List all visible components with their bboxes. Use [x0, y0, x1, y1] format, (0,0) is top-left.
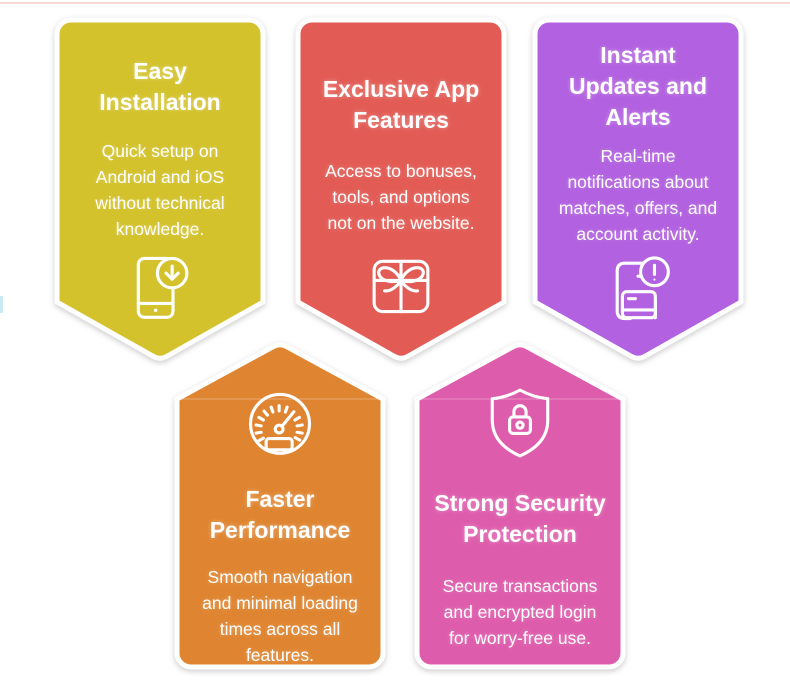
card-body-line: knowledge.: [115, 219, 205, 239]
card-body: Secure transactions and encrypted login …: [443, 573, 598, 651]
speedometer-icon: [241, 384, 319, 462]
card-instant-updates-alerts: Instant Updates and Alerts Real-time not…: [532, 17, 744, 367]
card-title-line: Easy: [133, 58, 187, 84]
card-easy-installation: Easy Installation Quick setup on Android…: [54, 17, 266, 367]
card-body-line: Secure transactions: [442, 576, 598, 596]
card-title-line: Alerts: [605, 104, 671, 130]
card-faster-performance: Faster Performance Smooth navigation and…: [174, 340, 386, 674]
card-title: Faster Performance: [210, 484, 351, 546]
card-body: Access to bonuses, tools, and options no…: [325, 158, 477, 236]
card-body-line: without technical: [95, 193, 225, 213]
card-body-line: tools, and options: [332, 187, 470, 207]
phone-download-icon: [121, 248, 199, 326]
card-strong-security-protection: Strong Security Protection Secure transa…: [414, 340, 626, 674]
card-title: Exclusive App Features: [323, 74, 479, 136]
card-title-line: Performance: [209, 517, 351, 543]
banner-shape-up: [174, 342, 386, 670]
card-body-line: not on the website.: [327, 213, 475, 233]
banner-shape-up: [414, 342, 626, 670]
card-title-line: Exclusive App: [322, 76, 480, 102]
card-body-line: Real-time: [600, 146, 676, 166]
card-content: Faster Performance Smooth navigation and…: [174, 340, 386, 674]
card-title: Easy Installation: [99, 56, 220, 118]
card-title-line: Features: [353, 107, 449, 133]
card-body: Smooth navigation and minimal loading ti…: [202, 564, 358, 668]
card-body-line: features.: [245, 645, 315, 665]
card-title-line: Instant: [600, 42, 676, 68]
card-body-line: times across all: [219, 619, 341, 639]
card-title-line: Faster: [245, 486, 315, 512]
card-content: Strong Security Protection Secure transa…: [414, 340, 626, 674]
card-title-line: Installation: [99, 89, 221, 115]
card-body-line: matches, offers, and: [558, 198, 718, 218]
card-title: Instant Updates and Alerts: [569, 40, 707, 133]
gift-icon: [362, 244, 440, 322]
card-title: Strong Security Protection: [434, 488, 605, 550]
banner-shape-down: [532, 17, 744, 361]
banner-shape-down: [295, 17, 507, 361]
card-title-line: Updates and: [568, 73, 708, 99]
card-content: Easy Installation Quick setup on Android…: [54, 17, 266, 367]
card-content: Exclusive App Features Access to bonuses…: [295, 17, 507, 367]
left-edge-accent: [0, 296, 3, 313]
card-title-line: Strong Security: [434, 490, 606, 516]
banner-shape-down: [54, 17, 266, 361]
shield-lock-icon: [481, 384, 559, 462]
card-body-line: account activity.: [576, 224, 700, 244]
card-body-line: Smooth navigation: [207, 567, 353, 587]
top-border-line: [0, 2, 790, 4]
card-body-line: and minimal loading: [202, 593, 358, 613]
card-title-line: Protection: [463, 521, 577, 547]
card-body-line: Access to bonuses,: [325, 161, 477, 181]
card-content: Instant Updates and Alerts Real-time not…: [532, 17, 744, 367]
card-body: Real-time notifications about matches, o…: [559, 143, 717, 247]
phone-alert-icon: [599, 251, 677, 329]
card-body-line: notifications about: [567, 172, 709, 192]
card-body-line: Android and iOS: [95, 167, 225, 187]
card-exclusive-app-features: Exclusive App Features Access to bonuses…: [295, 17, 507, 367]
card-body: Quick setup on Android and iOS without t…: [95, 138, 224, 242]
card-body-line: for worry-free use.: [449, 628, 591, 648]
card-body-line: Quick setup on: [101, 141, 219, 161]
card-body-line: and encrypted login: [443, 602, 597, 622]
